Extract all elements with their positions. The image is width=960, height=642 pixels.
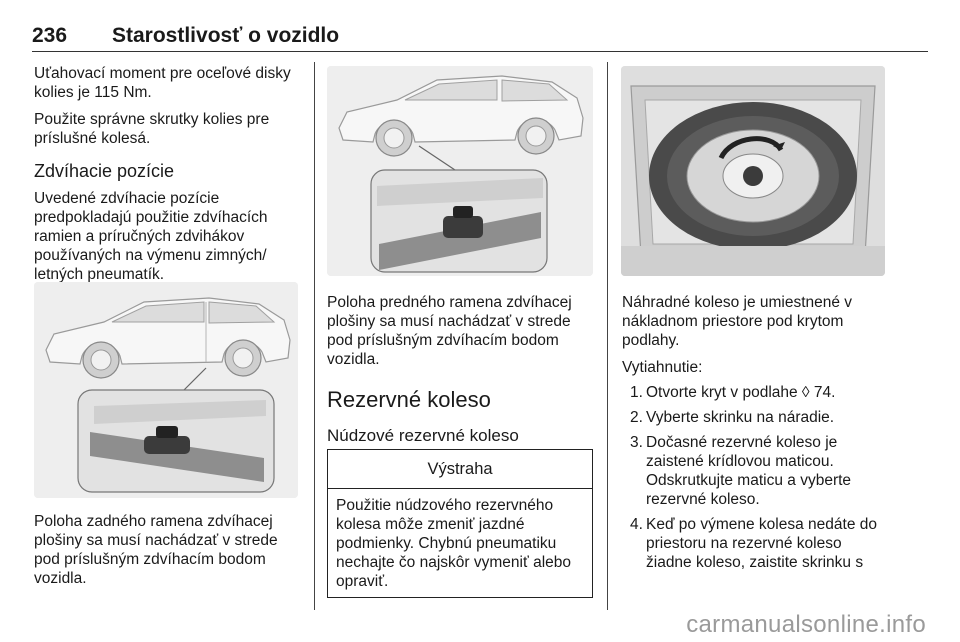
front-lift-illustration — [327, 66, 593, 276]
spare-wheel-heading: Rezervné koleso — [327, 387, 491, 412]
middle-column: Poloha predného ramena zdvíhacej plošiny… — [327, 293, 595, 447]
step-item: 3.Dočasné rezervné koleso je zaistené kr… — [630, 434, 852, 508]
removal-label: Vytiahnutie: — [622, 359, 703, 376]
spare-location-paragraph: Náhradné koleso je umiestnené v nákladno… — [622, 294, 853, 349]
rear-lift-caption-block: Poloha zadného ramena zdvíhacej plošiny … — [34, 512, 296, 588]
step-item: 1.Otvorte kryt v podlahe ◊ 74. — [630, 384, 836, 401]
header-rule — [32, 51, 928, 52]
step-item: 2.Vyberte skrinku na náradie. — [630, 409, 835, 426]
right-column: Náhradné koleso je umiestnené v nákladno… — [622, 293, 890, 572]
rear-lift-illustration — [34, 282, 298, 498]
emergency-spare-subheading: Núdzové rezervné koleso — [327, 426, 519, 445]
removal-steps: 1.Otvorte kryt v podlahe ◊ 74. 2.Vyberte… — [622, 383, 890, 572]
warning-text: Použitie núdzového rezervného kolesa môž… — [336, 497, 571, 590]
torque-paragraph: Uťahovací moment pre oceľové disky kolie… — [34, 65, 291, 101]
lifting-positions-paragraph: Uvedené zdvíhacie pozície predpokladajú … — [34, 190, 268, 283]
page-number: 236 — [32, 24, 68, 47]
lifting-positions-heading: Zdvíhacie pozície — [34, 161, 175, 181]
bolts-paragraph: Použite správne skrutky kolies pre prísl… — [34, 111, 270, 147]
warning-box: Výstraha Použitie núdzového rezervného k… — [327, 449, 593, 598]
column-divider — [314, 62, 315, 610]
front-lift-caption: Poloha predného ramena zdvíhacej plošiny… — [327, 294, 572, 368]
page-title: Starostlivosť o vozidlo — [112, 24, 340, 47]
step-item: 4.Keď po výmene kolesa nedáte do priesto… — [630, 516, 877, 571]
warning-title: Výstraha — [328, 450, 592, 489]
column-divider — [607, 62, 608, 610]
left-column: Uťahovací moment pre oceľové disky kolie… — [34, 64, 296, 284]
rear-lift-caption: Poloha zadného ramena zdvíhacej plošiny … — [34, 513, 278, 587]
watermark: carmanualsonline.info — [686, 611, 926, 638]
spare-wheel-illustration — [621, 66, 885, 276]
page-header: 236 Starostlivosť o vozidlo — [32, 24, 928, 50]
